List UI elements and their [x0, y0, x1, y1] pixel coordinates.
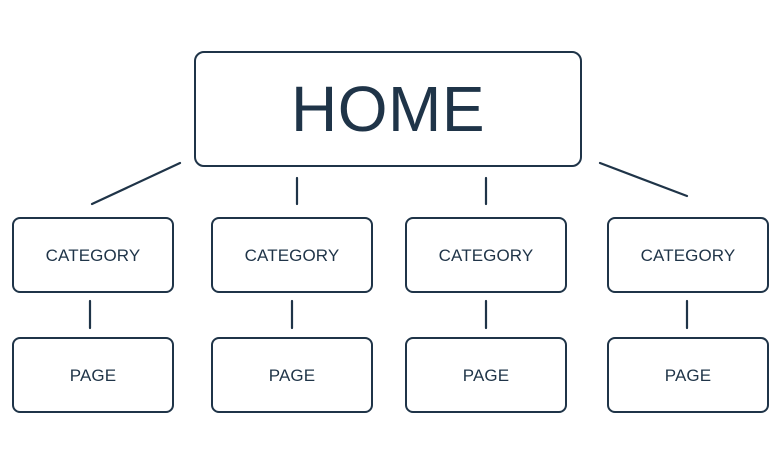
page-label-3: PAGE — [462, 365, 510, 385]
category-node-1: CATEGORY — [12, 217, 174, 293]
page-label-4: PAGE — [664, 365, 712, 385]
home-to-category-4-connector — [598, 161, 689, 198]
category-label-1: CATEGORY — [45, 245, 141, 265]
category-node-3: CATEGORY — [405, 217, 567, 293]
home-label: HOME — [291, 73, 485, 145]
home-to-category-1-connector — [90, 161, 182, 206]
category-label-3: CATEGORY — [438, 245, 534, 265]
home-node: HOME — [194, 51, 582, 167]
category-label-2: CATEGORY — [244, 245, 340, 265]
page-node-3: PAGE — [405, 337, 567, 413]
page-node-4: PAGE — [607, 337, 769, 413]
page-node-1: PAGE — [12, 337, 174, 413]
category-node-4: CATEGORY — [607, 217, 769, 293]
category-label-4: CATEGORY — [640, 245, 736, 265]
page-label-2: PAGE — [268, 365, 316, 385]
page-node-2: PAGE — [211, 337, 373, 413]
page-label-1: PAGE — [69, 365, 117, 385]
category-node-2: CATEGORY — [211, 217, 373, 293]
